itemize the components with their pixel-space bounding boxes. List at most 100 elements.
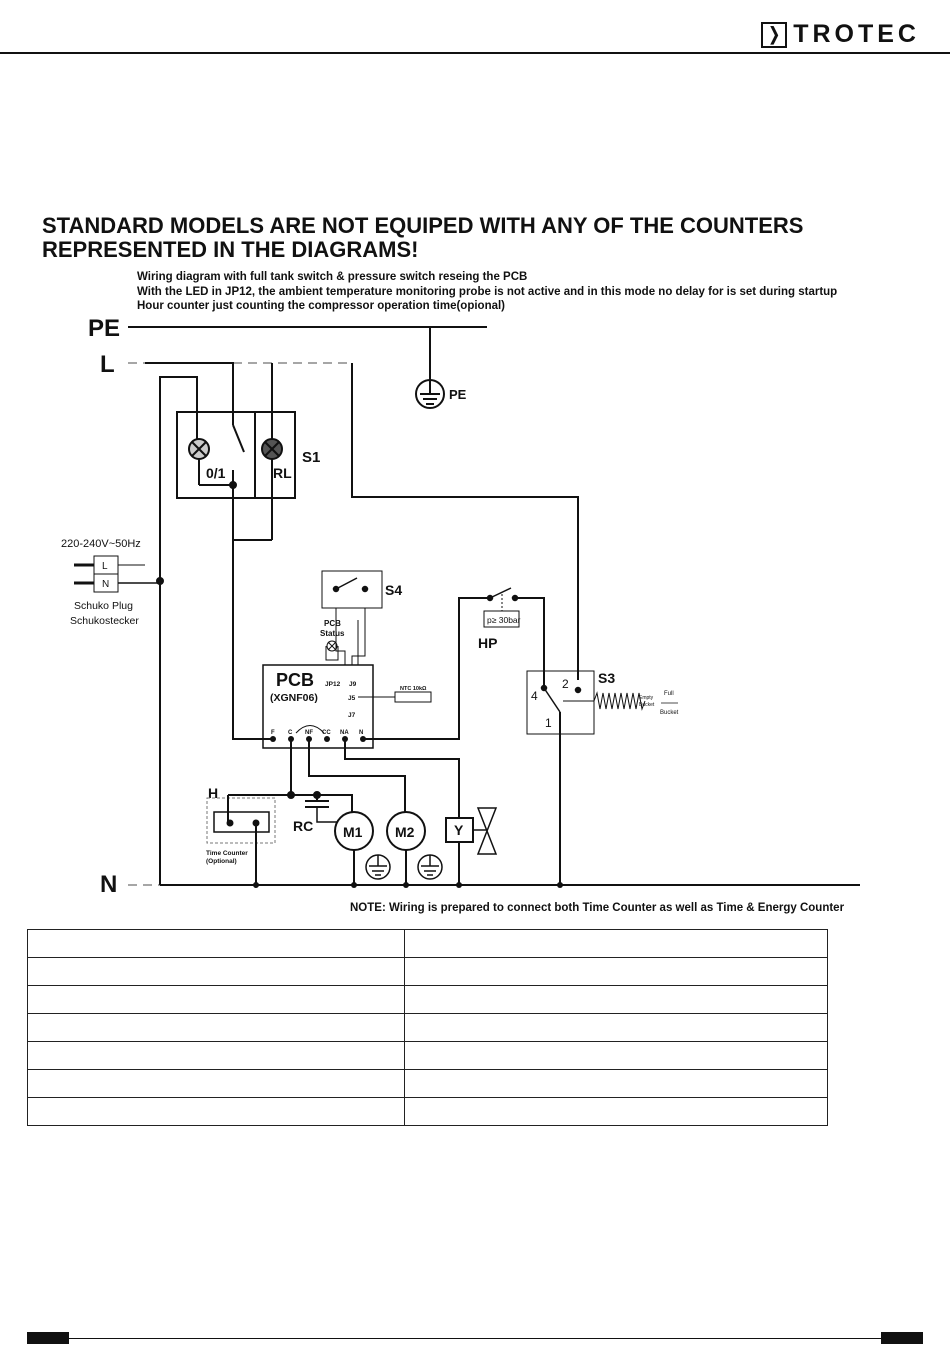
description-line-1: Wiring diagram with full tank switch & p… [137, 271, 528, 283]
c-junction [287, 791, 295, 799]
table-row [27, 985, 828, 1014]
pcb-status-label-1: PCB [324, 619, 341, 628]
warning-line-1: STANDARD MODELS ARE NOT EQUIPED WITH ANY… [42, 213, 804, 238]
ntc-probe-icon [394, 691, 432, 703]
s1-onoff-label: 0/1 [206, 465, 226, 481]
time-counter-optional-label: (Optional) [206, 858, 237, 865]
footer-rule [27, 1338, 923, 1339]
j9-label: J9 [349, 681, 357, 688]
plug-n-junction [156, 577, 164, 585]
time-counter-optional-area [206, 797, 276, 844]
time-counter-box [213, 811, 270, 833]
j5-label: J5 [348, 695, 356, 702]
warning-heading: STANDARD MODELS ARE NOT EQUIPED WITH ANY… [42, 214, 902, 262]
n-bus-junctions [253, 882, 563, 888]
warning-line-2: REPRESENTED IN THE DIAGRAMS! [42, 237, 419, 262]
table-cell [27, 929, 405, 958]
j7-label: J7 [348, 712, 356, 719]
pcb-model-label: (XGNF06) [270, 692, 318, 704]
table-cell [27, 1097, 405, 1126]
hp-switch-icon [486, 587, 519, 611]
table-row [27, 1069, 828, 1098]
s1-switch-icon [229, 412, 245, 540]
table-cell [27, 1013, 405, 1042]
pcb-status-label-2: Status [320, 629, 345, 638]
s1-rl-label: RL [273, 465, 292, 481]
table-cell [404, 1097, 828, 1126]
s1-lamp-right-icon [261, 412, 283, 540]
h-label: H [208, 785, 218, 801]
s3-float-spring-icon [593, 691, 646, 711]
hp-pressure-label: p≥ 30bar [487, 615, 521, 625]
m2-ground-icon [417, 854, 443, 880]
table-cell [27, 985, 405, 1014]
table-row [27, 929, 828, 958]
footer-block-left [27, 1332, 69, 1344]
table-cell [404, 1013, 828, 1042]
s3-pin-1-label: 1 [545, 716, 552, 730]
chevron-logo-icon: ❭ [761, 21, 788, 48]
header-rule [0, 52, 950, 54]
description-line-2: With the LED in JP12, the ambient temper… [137, 285, 838, 298]
pcb-relay-arc [295, 725, 325, 734]
table-cell [27, 957, 405, 986]
table-cell [404, 1069, 828, 1098]
y-label: Y [454, 822, 464, 838]
m1-label: M1 [343, 824, 363, 840]
footer-block-right [881, 1332, 923, 1344]
pcb-status-led-icon [325, 640, 339, 661]
s4-switch-icon [332, 577, 369, 593]
s4-switch-box [321, 570, 383, 609]
table-cell [404, 929, 828, 958]
table-row [27, 1041, 828, 1070]
description-line-3: Hour counter just counting the compresso… [137, 300, 506, 312]
table-row [27, 1097, 828, 1126]
pin-n-label: N [359, 730, 363, 736]
pcb-nf-wire [308, 739, 406, 812]
empty-bucket-label-1: Empty [639, 695, 654, 701]
pcb-na-wire [344, 739, 460, 818]
pcb-terminals [270, 736, 366, 742]
s1-switch-box [176, 411, 296, 499]
s3-pin-4-label: 4 [531, 689, 538, 703]
l-bus-label: L [100, 351, 115, 378]
empty-bucket-label-2: Bucket [639, 702, 655, 708]
time-counter-terminal-l [226, 819, 234, 827]
pe-bus-label: PE [88, 315, 120, 342]
full-bucket-label-1: Full [664, 691, 674, 697]
plug-l-label: L [102, 561, 108, 572]
pin-cc-label: CC [322, 730, 331, 736]
l-wire-to-s3 [351, 363, 579, 680]
jp12-label: JP12 [325, 681, 341, 688]
s4-wire-a [335, 608, 346, 665]
brand-name: TROTEC [793, 20, 920, 48]
hp-to-s3-wire [515, 597, 545, 688]
legend-table [27, 929, 828, 1126]
table-row [27, 957, 828, 986]
n-wire-to-s1 [159, 376, 198, 885]
plug-pins-icon [74, 563, 94, 585]
table-cell [27, 1069, 405, 1098]
plug-label-en: Schuko Plug [74, 600, 133, 612]
valve-icon [476, 807, 498, 855]
plug-n-label: N [102, 579, 109, 590]
pin-f-label: F [271, 730, 275, 736]
table-cell [27, 1041, 405, 1070]
table-cell [404, 1041, 828, 1070]
full-bucket-label-2: Bucket [660, 710, 679, 716]
diagram-description: Wiring diagram with full tank switch & p… [137, 270, 837, 314]
pcb-n-to-hp-wire [363, 597, 490, 740]
s3-label: S3 [598, 670, 615, 686]
s3-contact-icon [540, 684, 594, 713]
table-row [27, 1013, 828, 1042]
rc-capacitor-icon [305, 795, 337, 823]
n-bus-label: N [100, 871, 117, 898]
ntc-label: NTC 10kΩ [400, 686, 427, 692]
s1-label: S1 [302, 449, 320, 466]
pe-ground-label: PE [449, 387, 467, 402]
table-cell [404, 957, 828, 986]
rc-label: RC [293, 818, 313, 834]
supply-label: 220-240V~50Hz [61, 538, 141, 550]
s1-lamp-left-icon [188, 412, 233, 486]
